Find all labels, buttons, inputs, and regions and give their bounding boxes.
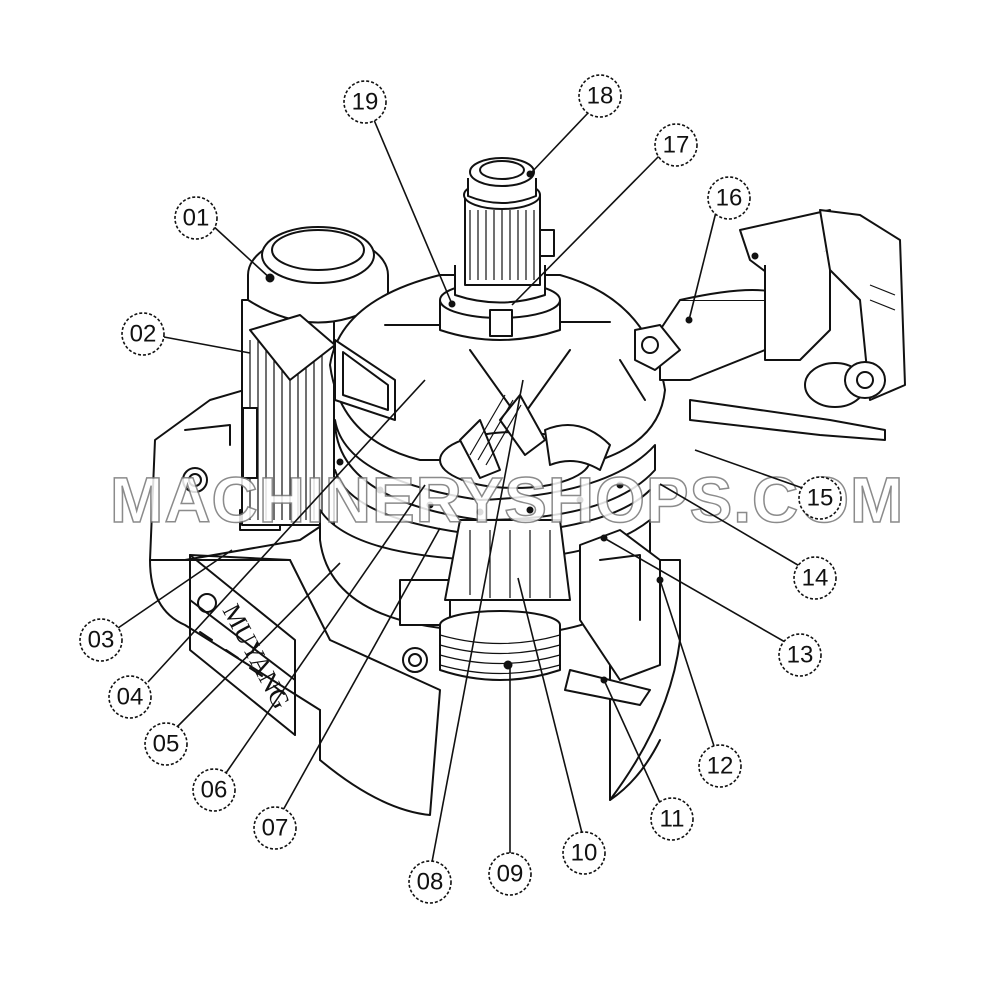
top-motor xyxy=(439,157,561,341)
callout-07: 07 xyxy=(253,806,297,850)
callout-08: 08 xyxy=(408,860,452,904)
callout-06: 06 xyxy=(192,768,236,812)
leader-19 xyxy=(373,119,453,305)
leader-03 xyxy=(117,549,233,629)
leader-06 xyxy=(225,484,426,774)
svg-text:05: 05 xyxy=(153,731,180,758)
callout-05: 05 xyxy=(144,722,188,766)
callout-14: 14 xyxy=(793,556,837,600)
callout-09: 09 xyxy=(488,852,532,896)
callout-19: 19 xyxy=(343,80,387,124)
callout-03: 03 xyxy=(79,618,123,662)
svg-text:04: 04 xyxy=(117,684,144,711)
leader-04 xyxy=(147,379,426,683)
svg-text:15: 15 xyxy=(807,485,834,512)
leader-14 xyxy=(659,483,809,572)
callout-04: 04 xyxy=(108,675,152,719)
leader-07 xyxy=(281,527,441,813)
callout-18: 18 xyxy=(578,74,622,118)
callout-10: 10 xyxy=(562,831,606,875)
feeder-conditioner xyxy=(634,209,906,441)
leader-lines xyxy=(117,112,809,863)
svg-text:12: 12 xyxy=(707,753,734,780)
svg-text:19: 19 xyxy=(352,89,379,116)
main-motor-left xyxy=(241,226,389,526)
svg-text:07: 07 xyxy=(262,815,289,842)
discharge-chute xyxy=(564,529,664,706)
callout-15: 15 xyxy=(798,476,842,520)
svg-text:06: 06 xyxy=(201,777,228,804)
callout-16: 16 xyxy=(707,176,751,220)
leader-17 xyxy=(511,154,661,306)
leader-16 xyxy=(688,211,717,321)
leader-15 xyxy=(694,449,809,491)
callout-01: 01 xyxy=(174,196,218,240)
callout-02: 02 xyxy=(121,312,165,356)
leader-01 xyxy=(211,224,273,281)
leader-18 xyxy=(529,112,589,175)
svg-text:16: 16 xyxy=(716,185,743,212)
leader-12 xyxy=(659,579,715,747)
watermark-text: MACHINERYSHOPS.COM xyxy=(110,464,904,536)
leader-11 xyxy=(603,679,661,804)
svg-text:08: 08 xyxy=(417,869,444,896)
callout-13: 13 xyxy=(778,633,822,677)
svg-text:18: 18 xyxy=(587,83,614,110)
svg-text:03: 03 xyxy=(88,627,115,654)
leader-05 xyxy=(175,562,341,729)
svg-text:11: 11 xyxy=(660,806,685,833)
svg-text:01: 01 xyxy=(183,205,210,232)
leader-02 xyxy=(163,336,251,354)
callout-12: 12 xyxy=(698,744,742,788)
callout-11: 11 xyxy=(650,797,694,841)
central-die-rollers xyxy=(439,394,611,601)
pulley-stack xyxy=(439,610,561,681)
leader-13 xyxy=(603,537,793,647)
svg-text:13: 13 xyxy=(787,642,814,669)
svg-text:14: 14 xyxy=(802,565,829,592)
svg-text:02: 02 xyxy=(130,321,157,348)
leader-10 xyxy=(517,577,583,834)
callouts: 01 02 03 04 05 06 07 08 09 10 11 12 13 1… xyxy=(79,74,842,904)
callout-17: 17 xyxy=(654,123,698,167)
svg-text:10: 10 xyxy=(571,840,598,867)
svg-text:09: 09 xyxy=(497,861,524,888)
upper-housing xyxy=(329,274,666,461)
svg-text:17: 17 xyxy=(663,132,690,159)
leader-08 xyxy=(431,379,524,863)
